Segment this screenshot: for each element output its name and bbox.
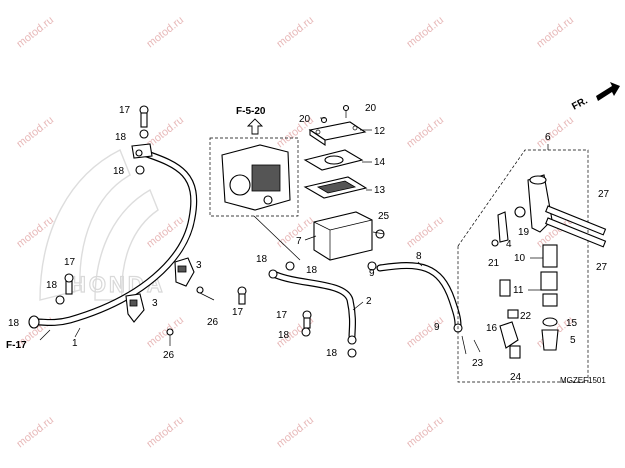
hose-clamps [125,257,215,346]
watermark-layer: motod.ru motod.ru motod.ru motod.ru moto… [14,14,576,450]
watermark-text: motod.ru [14,214,56,250]
callout-3: 3 [196,260,202,271]
reservoir-hose [367,261,467,355]
callout-10: 10 [514,253,526,264]
callout-1: 1 [72,338,78,349]
callout-18: 18 [278,330,290,341]
callout-4: 4 [506,239,512,250]
honda-logo: HONDA [39,149,163,301]
brake-hose-left [28,105,198,329]
callout-3: 3 [152,298,158,309]
callout-8: 8 [416,251,422,262]
callout-18: 18 [115,132,127,143]
watermark-text: motod.ru [144,414,186,450]
callout-5: 5 [570,335,576,346]
callout-9: 9 [434,322,440,333]
watermark-text: motod.ru [14,414,56,450]
callout-11: 11 [513,285,524,296]
callout-21: 21 [488,258,500,269]
callout-17: 17 [232,307,244,318]
direction-label: FR. [570,95,590,112]
watermark-text: motod.ru [274,14,316,50]
rear-master-cylinder [457,149,607,383]
callout-9: 9 [369,268,375,279]
reference-label: F-5-20 [236,106,266,117]
watermark-text: motod.ru [274,414,316,450]
reference-f-5-20: F-5-20 [236,106,266,135]
callout-17: 17 [276,310,288,321]
watermark-text: motod.ru [404,14,446,50]
reference-label: F-17 [6,340,27,351]
callout-2: 2 [366,296,372,307]
callout-18: 18 [113,166,125,177]
callout-26: 26 [207,317,219,328]
reservoir-assembly [285,104,385,271]
watermark-text: motod.ru [144,314,186,350]
watermark-text: motod.ru [404,414,446,450]
abs-modulator [209,137,301,261]
callout-18: 18 [46,280,58,291]
callout-16: 16 [486,323,498,334]
callout-22: 22 [520,311,532,322]
callout-18: 18 [306,265,318,276]
leader-lines [39,129,549,341]
callout-17: 17 [64,257,76,268]
callout-23: 23 [472,358,484,369]
callout-6: 6 [545,132,551,143]
callout-19: 19 [518,227,530,238]
watermark-text: motod.ru [144,14,186,50]
callout-14: 14 [374,157,386,168]
callout-15: 15 [566,318,578,329]
watermark-text: motod.ru [534,14,576,50]
callout-20: 20 [365,103,377,114]
callout-17: 17 [119,105,131,116]
callouts: 1 2 3 3 4 5 6 7 8 9 9 10 11 12 13 14 15 … [8,103,610,383]
watermark-text: motod.ru [404,214,446,250]
callout-20: 20 [299,114,311,125]
callout-18: 18 [8,318,20,329]
callout-7: 7 [296,236,302,247]
brake-hose-middle [237,269,357,358]
callout-13: 13 [374,185,386,196]
callout-24: 24 [510,372,522,383]
callout-18: 18 [256,254,268,265]
watermark-text: motod.ru [404,114,446,150]
drawing-code: MGZEF1501 [560,376,606,385]
callout-27: 27 [596,262,608,273]
callout-27: 27 [598,189,610,200]
watermark-text: motod.ru [404,314,446,350]
callout-18: 18 [326,348,338,359]
watermark-text: motod.ru [14,14,56,50]
watermark-text: motod.ru [534,114,576,150]
watermark-text: motod.ru [14,114,56,150]
callout-26: 26 [163,350,175,361]
callout-25: 25 [378,211,390,222]
callout-12: 12 [374,126,386,137]
front-direction-indicator: FR. [570,82,620,113]
